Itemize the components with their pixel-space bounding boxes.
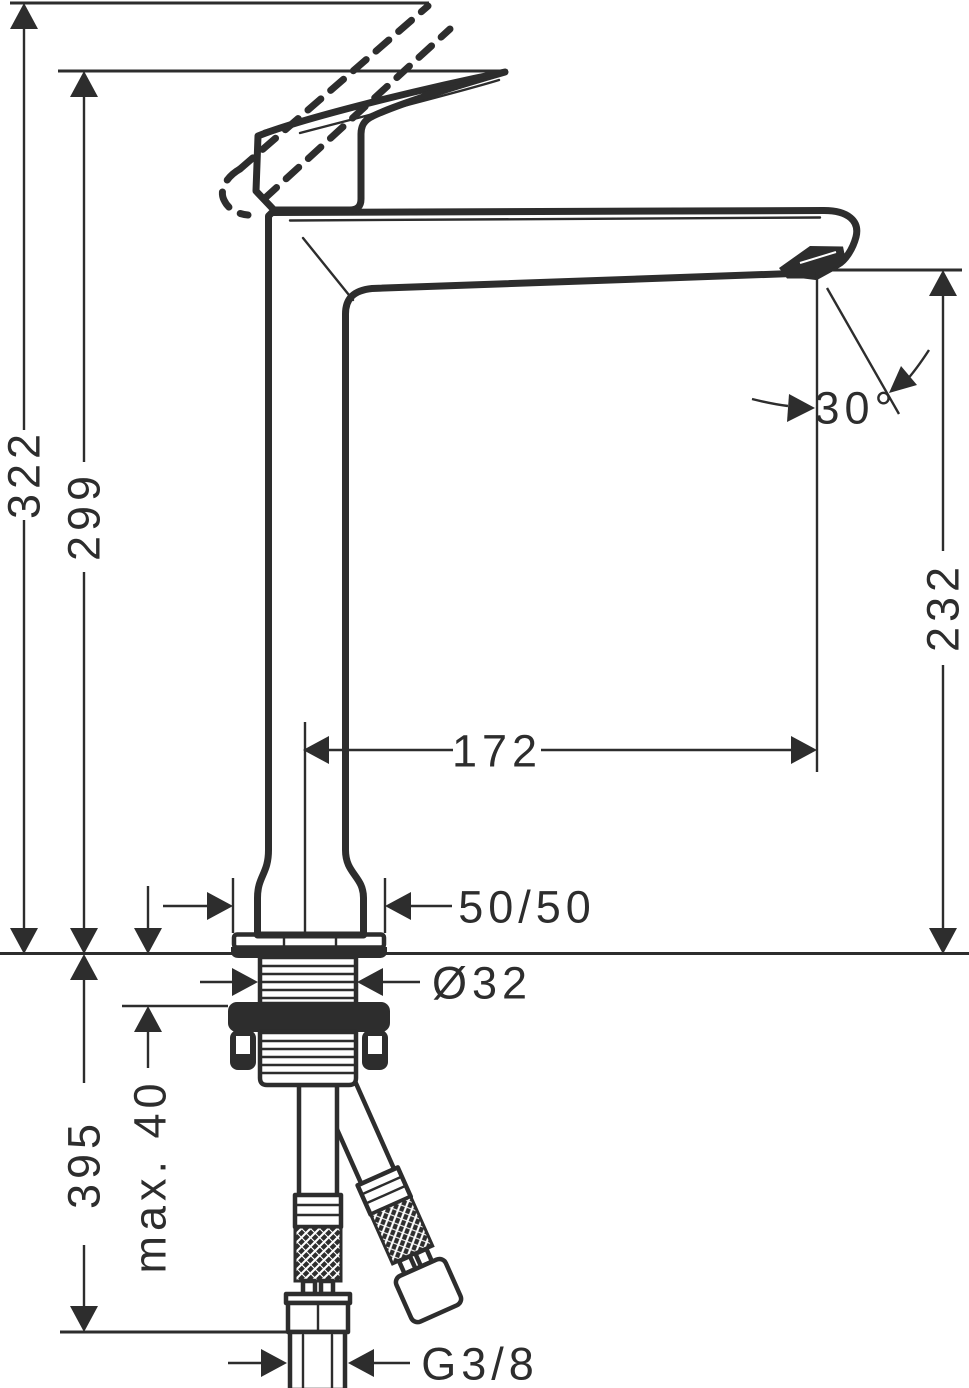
hose-connector-nut — [283, 1291, 353, 1335]
dimension-overall-height: 322 — [0, 1, 429, 954]
dimension-hose-connection: G3/8 — [228, 1339, 539, 1388]
spout-outline — [254, 207, 861, 939]
dim-label-spray-angle: 30° — [814, 383, 897, 434]
threaded-shank — [228, 954, 390, 1088]
handle-lever-raised-dashed — [218, 2, 454, 219]
dim-label-hose-connection: G3/8 — [421, 1339, 539, 1388]
hose-connector-tube — [287, 1329, 348, 1388]
dim-label-spout-reach: 172 — [452, 726, 542, 777]
dimension-base-plate: 50/50 — [163, 878, 596, 933]
dimension-spout-reach: 172 — [303, 272, 819, 934]
dimension-spray-angle: 30° — [751, 287, 931, 434]
dim-label-handle-height: 299 — [59, 471, 110, 561]
mounting-flange — [228, 1002, 390, 1032]
dimension-max-mounting-thickness: max. 40 — [122, 886, 228, 1274]
dimension-shank-diameter: Ø32 — [200, 958, 532, 1009]
dimension-spout-height: 232 — [822, 268, 969, 954]
dimension-handle-height: 299 — [58, 69, 508, 954]
dim-label-spout-height: 232 — [918, 562, 969, 652]
dim-label-base-plate: 50/50 — [458, 882, 596, 933]
dim-label-overall-height: 322 — [0, 429, 50, 519]
hose-angled — [318, 1075, 464, 1325]
faucet-body — [254, 207, 861, 939]
handle-lever — [252, 68, 509, 214]
dim-label-hose-length: 395 — [59, 1119, 110, 1209]
dimension-hose-length: 395 — [59, 954, 288, 1334]
dim-label-max-mounting-thickness: max. 40 — [125, 1078, 176, 1273]
dim-label-shank-diameter: Ø32 — [432, 958, 532, 1009]
hose-vertical — [283, 1082, 353, 1388]
